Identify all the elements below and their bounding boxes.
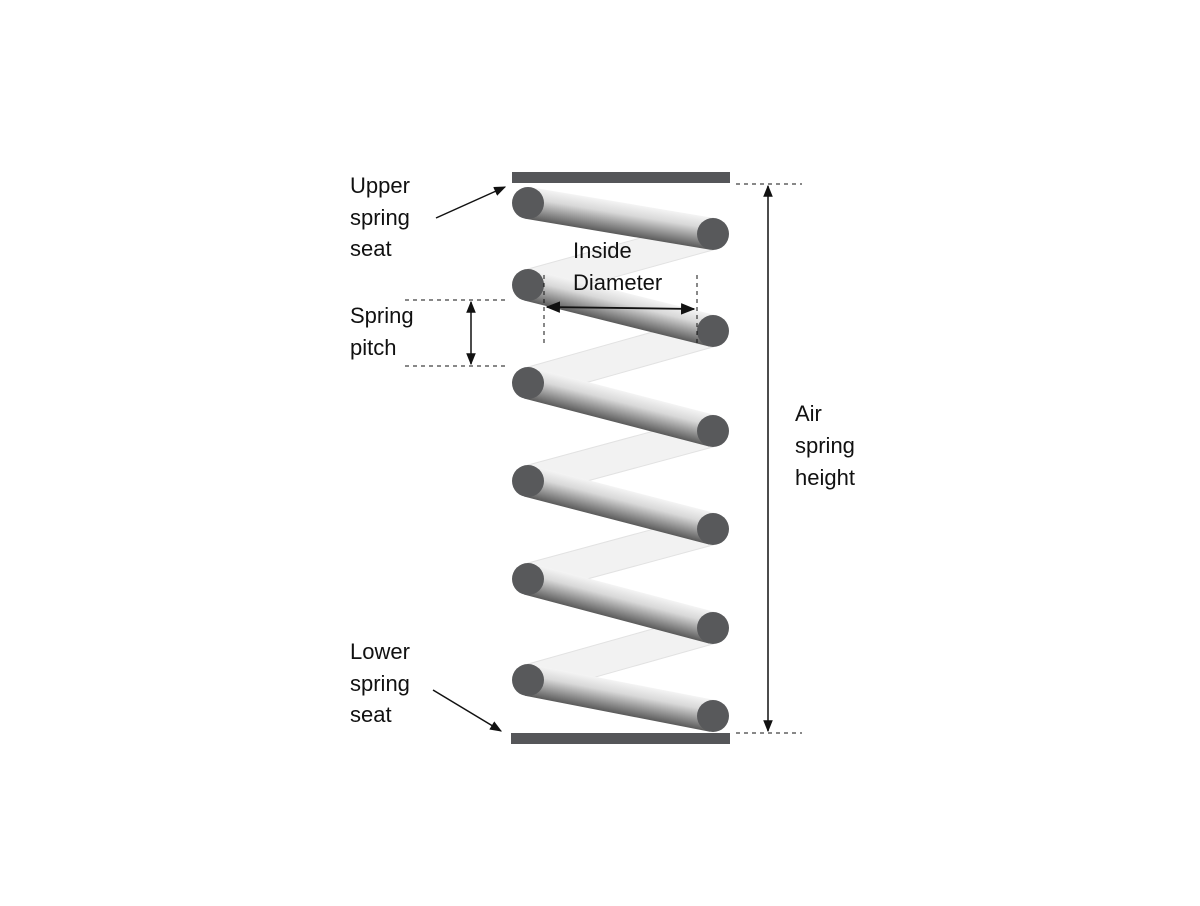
front-coil-segment bbox=[525, 187, 716, 250]
coil-end-right bbox=[697, 513, 729, 545]
coil-end-left bbox=[512, 563, 544, 595]
spring-pitch-label: Spring pitch bbox=[350, 303, 420, 360]
coil-end-left bbox=[512, 269, 544, 301]
coil-end-left bbox=[512, 664, 544, 696]
upper-seat-label: Upper spring seat bbox=[350, 173, 416, 261]
coil-end-right bbox=[697, 315, 729, 347]
coil-end-right bbox=[697, 700, 729, 732]
coil-end-left bbox=[512, 187, 544, 219]
inside-diameter-arrow bbox=[545, 301, 696, 315]
lower-spring-seat-plate bbox=[511, 733, 730, 744]
front-coil-segment bbox=[524, 664, 717, 732]
inside-diameter-label: Inside Diameter bbox=[573, 238, 662, 295]
coil-end-right bbox=[697, 612, 729, 644]
front-coil-segment bbox=[523, 563, 718, 644]
coil-end-right bbox=[697, 218, 729, 250]
coil-end-left bbox=[512, 465, 544, 497]
air-spring-height-label: Air spring height bbox=[795, 401, 861, 490]
front-coil-segment bbox=[523, 465, 718, 545]
lower-seat-leader-arrow bbox=[432, 689, 503, 732]
lower-seat-label: Lower spring seat bbox=[350, 639, 416, 727]
upper-spring-seat-plate bbox=[512, 172, 730, 183]
coil-end-left bbox=[512, 367, 544, 399]
front-coil-segment bbox=[523, 367, 718, 447]
coil-end-right bbox=[697, 415, 729, 447]
upper-seat-leader-arrow bbox=[435, 186, 507, 219]
spring-coils bbox=[512, 187, 729, 732]
